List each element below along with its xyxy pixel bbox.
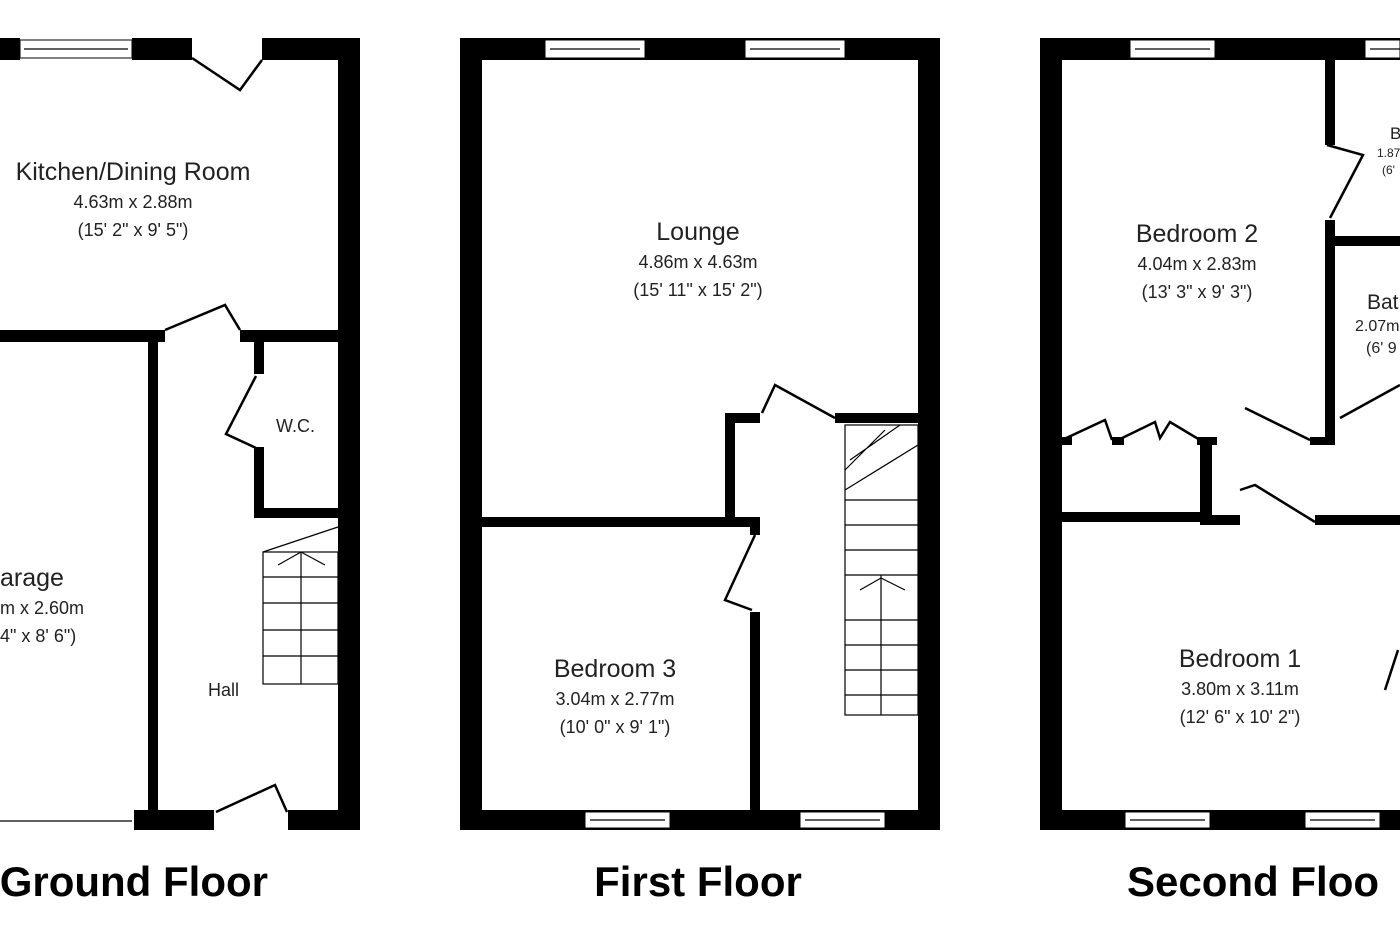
room-imperial-kitchen-dining: (15' 2" x 9' 5") xyxy=(78,220,189,240)
room-name-lounge: Lounge xyxy=(656,218,739,246)
room-name-garage: arage xyxy=(0,564,64,592)
floor-title-ground: Ground Floor xyxy=(0,858,268,905)
floor-title-first: First Floor xyxy=(594,858,802,905)
second-floor-plan xyxy=(1040,38,1400,830)
room-imperial-lounge: (15' 11" x 15' 2") xyxy=(633,280,762,300)
first-floor-plan xyxy=(460,38,940,830)
room-name-hall: Hall xyxy=(208,680,239,700)
room-metric-kitchen-dining: 4.63m x 2.88m xyxy=(73,192,192,212)
room-imperial-garage: 4" x 8' 6") xyxy=(0,626,76,646)
floor-title-second: Second Floo xyxy=(1127,858,1379,905)
room-metric-garage: m x 2.60m xyxy=(0,598,84,618)
room-name-bedroom-2: Bedroom 2 xyxy=(1136,220,1258,248)
room-metric-bedroom-1: 3.80m x 3.11m xyxy=(1181,679,1299,699)
room-name-bedroom-3: Bedroom 3 xyxy=(554,655,676,683)
room-metric-en-suite: 1.87 xyxy=(1377,146,1400,160)
room-name-bathroom: Bat xyxy=(1367,291,1399,314)
room-name-bedroom-1: Bedroom 1 xyxy=(1179,645,1301,673)
room-name-wc: W.C. xyxy=(276,416,315,436)
room-metric-lounge: 4.86m x 4.63m xyxy=(638,252,757,272)
room-name-kitchen-dining: Kitchen/Dining Room xyxy=(16,158,251,186)
room-imperial-bedroom-3: (10' 0" x 9' 1") xyxy=(560,717,671,737)
room-imperial-bathroom: (6' 9 xyxy=(1366,340,1397,357)
room-metric-bathroom: 2.07m xyxy=(1355,318,1399,335)
room-name-en-suite: B xyxy=(1390,124,1400,143)
room-imperial-bedroom-2: (13' 3" x 9' 3") xyxy=(1142,282,1253,302)
room-metric-bedroom-3: 3.04m x 2.77m xyxy=(555,689,674,709)
room-imperial-bedroom-1: (12' 6" x 10' 2") xyxy=(1180,707,1301,727)
room-imperial-en-suite: (6' xyxy=(1382,163,1395,177)
ground-floor-plan xyxy=(0,38,360,830)
room-metric-bedroom-2: 4.04m x 2.83m xyxy=(1137,254,1256,274)
